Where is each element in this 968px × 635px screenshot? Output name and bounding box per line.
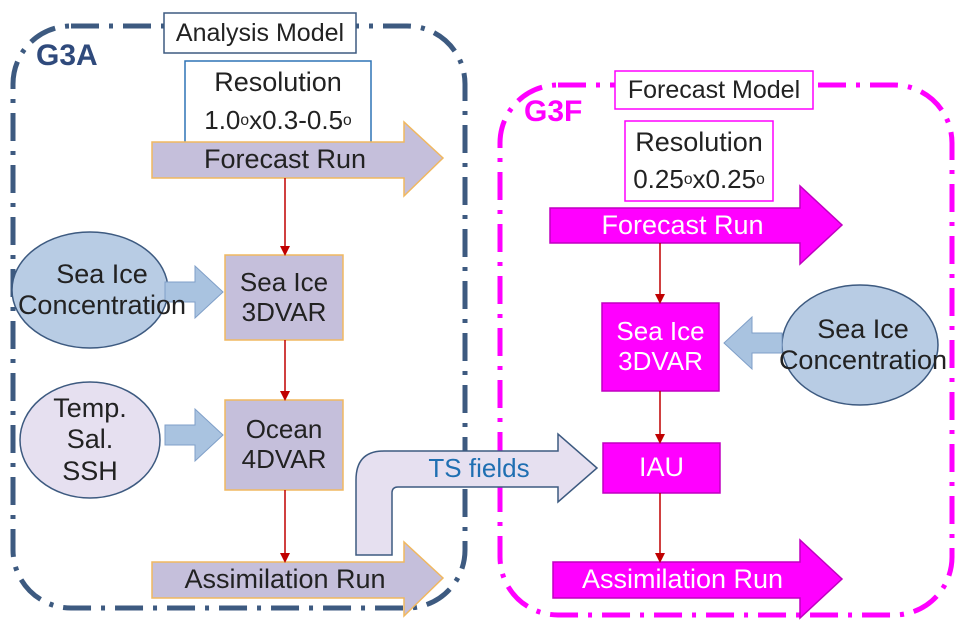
analysis-sic-label: Sea Ice Concentration — [12, 250, 192, 330]
analysis-seaice-line1: Sea Ice — [239, 266, 329, 297]
forecast-res-a: 0.25 — [633, 164, 684, 195]
analysis-title-box — [163, 12, 357, 54]
analysis-ocean-line2: 4DVAR — [241, 444, 327, 474]
analysis-sic-line1: Sea Ice — [56, 258, 148, 289]
analysis-model-code: G3A — [36, 38, 98, 72]
forecast-assimilation-run-arrow — [552, 538, 844, 620]
forecast-sic-label: Sea Ice Concentration — [778, 303, 948, 387]
degree-mark: o — [756, 171, 765, 189]
forecast-sic-to-seaice-arrow — [723, 315, 783, 371]
analysis-resolution-box — [184, 60, 372, 144]
analysis-seaice-3dvar-label: Sea Ice 3DVAR — [225, 255, 343, 340]
analysis-resolution-label: Resolution — [214, 67, 342, 98]
degree-mark: o — [683, 171, 693, 189]
forecast-forecast-run-arrow — [549, 184, 844, 266]
degree-mark: o — [343, 112, 352, 130]
degree-mark: o — [240, 112, 250, 130]
ts-fields-label: TS fields — [428, 453, 530, 484]
analysis-ts-line3: SSH — [62, 455, 118, 486]
forecast-seaice-line1: Sea Ice — [616, 316, 705, 347]
forecast-seaice-3dvar-box — [601, 302, 720, 392]
analysis-assimilation-run-arrow — [151, 540, 445, 618]
forecast-resolution-box — [624, 120, 774, 202]
analysis-ocean-4dvar-box — [224, 399, 344, 491]
forecast-model-title: Forecast Model — [627, 75, 801, 104]
analysis-ts-ellipse — [19, 381, 161, 499]
forecast-sic-line2: Concentration — [778, 345, 948, 375]
sic-to-seaice-arrow — [164, 264, 224, 320]
analysis-ts-line1: Temp. — [53, 393, 127, 424]
forecast-forecast-run-label: Forecast Run — [601, 209, 764, 240]
analysis-forecast-run-arrow — [151, 120, 445, 198]
analysis-ts-label: Temp. Sal. SSH — [20, 385, 160, 495]
analysis-ts-line2: Sal. — [66, 424, 114, 455]
analysis-seaice-3dvar-box — [224, 254, 344, 341]
forecast-model-code: G3F — [524, 94, 583, 128]
analysis-ocean-line1: Ocean — [245, 414, 323, 445]
analysis-sic-line2: Concentration — [17, 290, 187, 320]
forecast-sic-line1: Sea Ice — [817, 313, 909, 344]
forecast-assimilation-run-label: Assimilation Run — [581, 564, 784, 595]
analysis-model-title: Analysis Model — [175, 18, 345, 47]
analysis-res-b: x0.3-0.5 — [249, 105, 344, 136]
analysis-forecast-run-label: Forecast Run — [203, 144, 367, 175]
forecast-title-box — [614, 70, 814, 110]
analysis-res-a: 1.0 — [204, 105, 241, 136]
forecast-seaice-line2: 3DVAR — [618, 346, 703, 376]
forecast-seaice-3dvar-label: Sea Ice 3DVAR — [602, 303, 719, 391]
forecast-res-b: x0.25 — [692, 164, 757, 195]
forecast-iau-label: IAU — [638, 452, 684, 483]
analysis-assimilation-run-label: Assimilation Run — [184, 564, 386, 595]
forecast-resolution-label: Resolution — [635, 127, 763, 158]
ts-fields-arrow — [355, 432, 599, 556]
analysis-seaice-line2: 3DVAR — [241, 296, 327, 327]
analysis-ocean-4dvar-label: Ocean 4DVAR — [225, 400, 343, 490]
ts-to-ocean-arrow — [164, 407, 224, 463]
